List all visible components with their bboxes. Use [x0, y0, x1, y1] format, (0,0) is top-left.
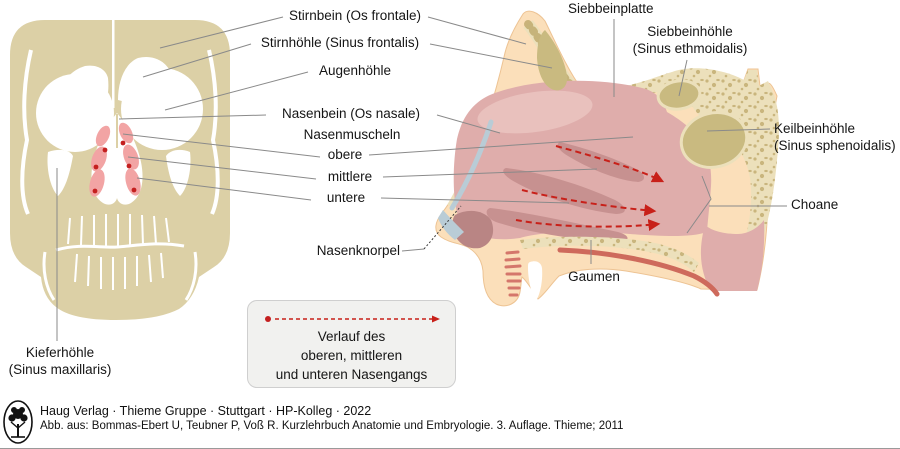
footer: Haug Verlag · Thieme Gruppe · Stuttgart … [0, 398, 900, 448]
label-nasenknorpel: Nasenknorpel [316, 243, 400, 258]
sagittal-nose-view [435, 10, 779, 307]
leader-lines [56, 16, 787, 341]
skull-front-view [10, 20, 230, 320]
lip-stripes [504, 250, 522, 297]
legend-line-1: Verlauf des [317, 329, 386, 344]
legend-line-2: oberen, mittleren [300, 348, 403, 363]
label-stirnbein: Stirnbein (Os frontale) [288, 8, 422, 23]
footer-source-line: Abb. aus: Bommas-Ebert U, Teubner P, Voß… [40, 420, 624, 432]
footer-publisher-line: Haug Verlag · Thieme Gruppe · Stuttgart … [40, 404, 372, 418]
nasal-passage-dots [92, 140, 137, 194]
airflow-legend-icon [265, 315, 440, 323]
airflow-arrows [515, 145, 665, 231]
label-gaumen: Gaumen [568, 269, 620, 284]
label-augenhoehle: Augenhöhle [318, 63, 392, 78]
label-kieferhoehle-line2: (Sinus maxillaris) [8, 362, 112, 377]
label-mittlere: mittlere [327, 169, 373, 184]
label-siebbeinplatte: Siebbeinplatte [568, 1, 654, 16]
label-nasenbein: Nasenbein (Os nasale) [281, 106, 421, 121]
label-siebbeinhoehle-line2: (Sinus ethmoidalis) [632, 41, 748, 56]
label-untere: untere [326, 190, 366, 205]
teeth-lines [55, 214, 185, 290]
label-keilbeinhoehle: Keilbeinhöhle (Sinus sphenoidalis) [774, 120, 896, 154]
label-choane: Choane [791, 197, 839, 212]
legend-text: Verlauf des oberen, mittleren und untere… [248, 327, 455, 384]
label-keilbeinhoehle-line2: (Sinus sphenoidalis) [774, 138, 896, 153]
label-stirnhoehle: Stirnhöhle (Sinus frontalis) [260, 35, 420, 50]
label-obere: obere [327, 147, 363, 162]
legend-box: Verlauf des oberen, mittleren und untere… [247, 300, 456, 388]
label-nasenmuscheln: Nasenmuscheln [303, 127, 401, 142]
legend-line-3: und unteren Nasengangs [275, 367, 428, 382]
label-siebbeinhoehle: Siebbeinhöhle (Sinus ethmoidalis) [633, 23, 748, 57]
label-kieferhoehle: Kieferhöhle (Sinus maxillaris) [9, 344, 112, 378]
label-siebbeinhoehle-line1: Siebbeinhöhle [647, 24, 733, 39]
thieme-tree-logo-icon [3, 400, 33, 444]
label-keilbeinhoehle-line1: Keilbeinhöhle [774, 121, 856, 136]
label-kieferhoehle-line1: Kieferhöhle [25, 345, 95, 360]
